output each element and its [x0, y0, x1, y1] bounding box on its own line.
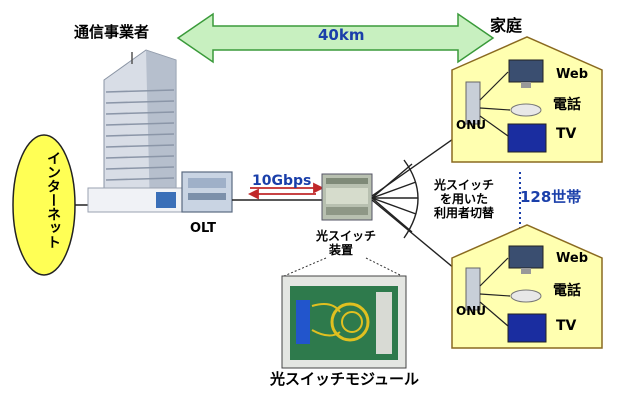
home1-phone-label: 電話 — [553, 97, 581, 113]
home1-onu-label: ONU — [456, 118, 486, 132]
zoom-line-right — [365, 257, 403, 277]
internet-label: インターネット — [45, 151, 61, 249]
carrier-label: 通信事業者 — [74, 23, 150, 41]
module-label: 光スイッチモジュール — [270, 370, 419, 388]
switch-usage-line3: 利用者切替 — [433, 205, 494, 220]
switch-bracket — [403, 159, 419, 239]
households-label: 128世帯 — [520, 188, 582, 206]
optical-switch-device — [321, 173, 373, 221]
module-photo — [281, 275, 407, 369]
carrier-building — [87, 49, 187, 213]
distance-label: 40km — [318, 26, 365, 44]
home1-tv-label: TV — [556, 126, 577, 142]
home-2 — [451, 224, 603, 349]
home-1 — [451, 36, 603, 163]
home2-tv-label: TV — [556, 318, 577, 334]
home2-onu-label: ONU — [456, 304, 486, 318]
home2-phone-label: 電話 — [553, 283, 581, 299]
switch-usage-label: 光スイッチ を用いた 利用者切替 — [424, 178, 504, 220]
bidirectional-speed-arrow — [247, 182, 325, 200]
switch-usage-line2: を用いた — [439, 191, 488, 206]
home2-web-label: Web — [556, 251, 588, 266]
olt-device — [181, 171, 233, 213]
home1-web-label: Web — [556, 67, 588, 82]
switch-device-line2: 装置 — [328, 242, 353, 257]
switch-usage-line1: 光スイッチ — [433, 178, 494, 192]
olt-label: OLT — [190, 221, 217, 236]
home-label: 家庭 — [490, 16, 523, 35]
distance-arrow — [176, 12, 495, 64]
speed-label: 10Gbps — [252, 173, 312, 189]
zoom-line-left — [283, 257, 327, 277]
switch-device-label: 光スイッチ 装置 — [316, 229, 377, 258]
switch-device-line1: 光スイッチ — [316, 229, 377, 243]
